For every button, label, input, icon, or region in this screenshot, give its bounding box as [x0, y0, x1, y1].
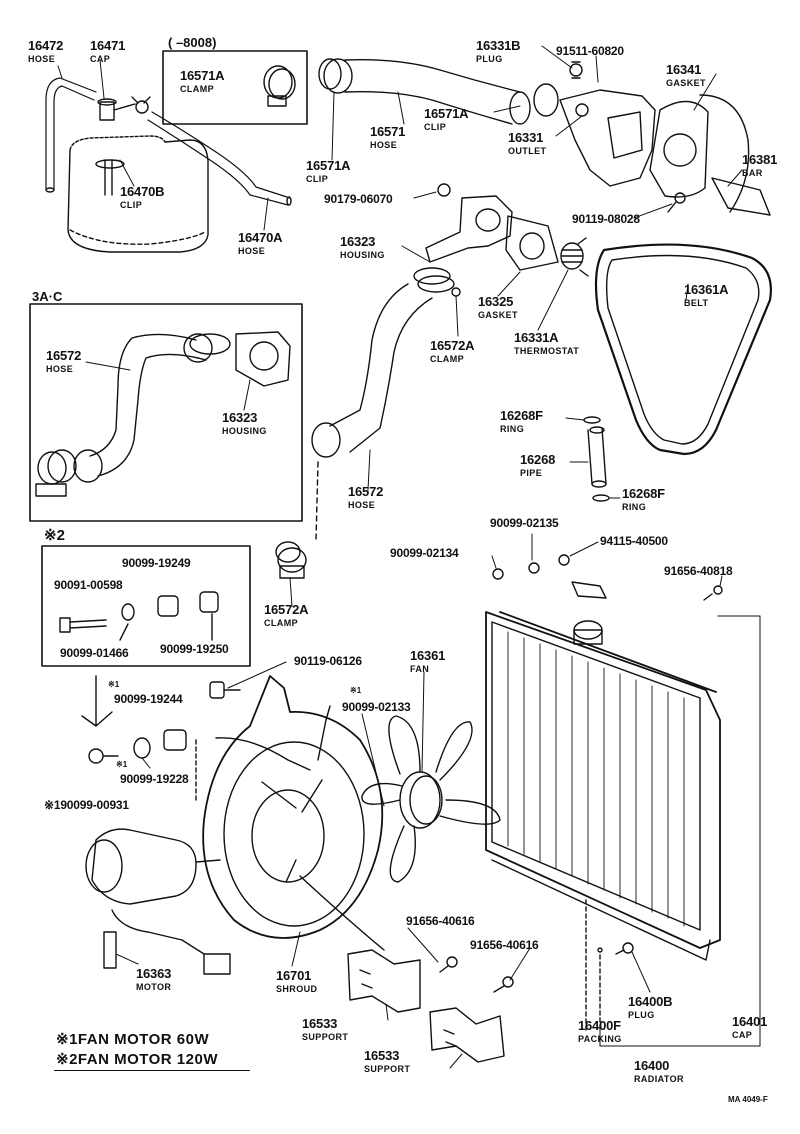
- inset-2-arrow: [81, 675, 113, 727]
- inset-housing-16323: [183, 331, 291, 387]
- mark-fan-motor-60w-b: ※1: [350, 686, 362, 695]
- mark-fan-motor-60w-a: ※1: [108, 680, 120, 689]
- part-label-90099-19244: 90099-19244: [114, 692, 183, 706]
- footer-code: MA 4049-F: [728, 1095, 768, 1104]
- part-label-90099-01466: 90099-01466: [60, 646, 129, 660]
- support-16533-upper: [347, 949, 421, 1013]
- fan-16361: [361, 715, 501, 883]
- clamp-box-date-note: ( –8008): [168, 35, 217, 50]
- gasket-16341: [649, 94, 771, 216]
- part-label-94115-40500: 94115-40500: [600, 534, 668, 548]
- thermostat-16331A: [560, 237, 589, 277]
- water-outlet-16331: [559, 61, 656, 187]
- part-label-90099-19250: 90099-19250: [160, 642, 229, 656]
- part-label-90091-00598: 90091-00598: [54, 578, 123, 592]
- thermostat-housing-16323: [425, 183, 513, 263]
- part-label-90119-08028: 90119-08028: [572, 212, 640, 226]
- note-fan-motor-60w: ※1FAN MOTOR 60W: [56, 1031, 210, 1048]
- part-label-90119-06126: 90119-06126: [294, 654, 362, 668]
- bolt-90119-08028: [667, 192, 686, 213]
- leader-lines: [57, 45, 743, 1069]
- clamp-16571A-illustration: [263, 65, 296, 107]
- part-label-91511-60820: 91511-60820: [556, 44, 624, 58]
- inset-3ac-frame: [29, 303, 303, 522]
- support-16533-lower: [429, 1007, 505, 1063]
- part-label-90099-02134: 90099-02134: [390, 546, 459, 560]
- part-label-91656-40616-lower: 91656-40616: [470, 938, 539, 952]
- inset-2-hardware: [59, 591, 219, 641]
- part-label-91656-40818: 91656-40818: [664, 564, 733, 578]
- part-label-90099-02133: 90099-02133: [342, 700, 411, 714]
- motor-hardware: [88, 681, 241, 801]
- motor-16363: [85, 828, 231, 975]
- pipe-16268: [583, 416, 610, 502]
- part-label-90179-06070: 90179-06070: [324, 192, 393, 206]
- upper-hose-16571: [318, 58, 559, 125]
- radiator-drain-plug: [597, 942, 634, 955]
- notes-underline: [54, 1070, 250, 1071]
- shroud-16701: [202, 675, 385, 951]
- note-fan-motor-120w: ※2FAN MOTOR 120W: [56, 1051, 218, 1068]
- radiator-leader-dashes: [585, 899, 601, 1031]
- radiator-16400: [485, 554, 723, 961]
- inset-hose-16572: [35, 333, 207, 497]
- clamp-box-frame: [162, 50, 308, 125]
- fan-belt-16361A: [594, 243, 772, 456]
- mark-fan-motor-60w-c: ※1: [116, 760, 128, 769]
- part-label-90099-19228: 90099-19228: [120, 772, 189, 786]
- part-label-91656-40616-upper: 91656-40616: [406, 914, 475, 928]
- inset-2-label: ※2: [44, 527, 65, 544]
- overflow-hose-16472: [45, 77, 97, 193]
- radiator-bracket-lines: [599, 615, 761, 1047]
- inset-3ac-label: 3A·C: [32, 289, 63, 304]
- reservoir-tank-illustration: [67, 98, 209, 253]
- inset-2-frame: [41, 545, 251, 667]
- part-label-90099-19249: 90099-19249: [122, 556, 191, 570]
- bolt-91656-40616: [439, 956, 514, 993]
- clamp-16572A-upper: [413, 267, 461, 297]
- lower-hose-16572: [275, 283, 433, 579]
- part-label-90099-02135: 90099-02135: [490, 516, 559, 530]
- gasket-16325: [505, 215, 559, 271]
- part-label-90099-00931: ※190099-00931: [44, 798, 129, 812]
